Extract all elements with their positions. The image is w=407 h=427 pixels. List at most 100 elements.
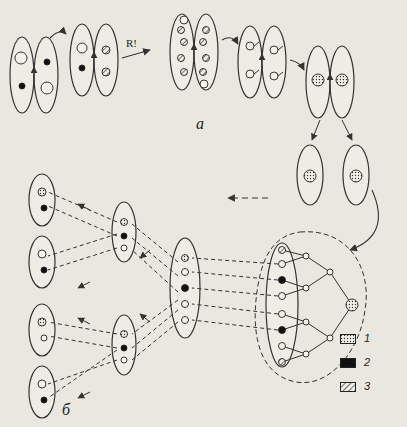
lineage-line: [192, 258, 278, 264]
nucleus: [180, 16, 188, 24]
nucleus: [182, 301, 189, 308]
paramecium-cell: [194, 14, 218, 90]
lineage-line: [48, 360, 117, 384]
arrow-curve: [350, 190, 378, 250]
nucleus: [312, 74, 324, 86]
nucleus: [121, 233, 127, 239]
nucleus: [279, 343, 286, 350]
nucleus: [303, 351, 309, 357]
nucleus: [279, 247, 286, 254]
arrow-line: [306, 322, 330, 338]
nucleus: [279, 327, 286, 334]
paramecium-cell: [297, 145, 323, 205]
lineage-line: [132, 310, 178, 348]
nucleus: [182, 317, 189, 324]
nucleus: [41, 397, 47, 403]
nucleus: [41, 335, 47, 341]
nucleus: [121, 245, 127, 251]
paramecium-cell: [238, 26, 262, 98]
legend-sample: [341, 335, 356, 344]
nucleus: [38, 318, 46, 326]
lineage-line: [132, 238, 178, 276]
legend-swatch: [340, 334, 356, 344]
paramecium-cell: [266, 243, 298, 367]
lineage-line: [48, 206, 117, 236]
arrow-line: [140, 250, 150, 258]
nucleus: [270, 46, 278, 54]
lineage-line: [192, 320, 278, 330]
paramecium-cell: [330, 46, 354, 118]
lineage-line: [192, 304, 278, 314]
nucleus: [178, 55, 185, 62]
nucleus: [38, 250, 46, 258]
arrow-line: [78, 318, 90, 324]
nucleus: [303, 319, 309, 325]
paramecium-cell: [94, 24, 118, 96]
arrow-line: [78, 204, 90, 210]
legend-sample: [341, 359, 356, 368]
nucleus: [182, 255, 189, 262]
arrow-line: [78, 282, 90, 288]
nucleus: [203, 55, 210, 62]
nucleus: [304, 170, 316, 182]
nucleus: [178, 27, 185, 34]
dashed-outline: [255, 232, 366, 383]
nucleus: [303, 285, 309, 291]
nucleus: [121, 345, 127, 351]
nucleus: [336, 74, 348, 86]
arrow-line: [34, 67, 35, 83]
paramecium-cell: [29, 366, 55, 418]
nucleus: [279, 261, 286, 268]
stage-note: R!: [126, 38, 137, 49]
arrow-line: [194, 44, 195, 60]
panel-letter: б: [62, 402, 70, 418]
nucleus: [44, 59, 50, 65]
arrow-curve: [50, 32, 66, 38]
lineage-line: [132, 322, 178, 360]
arrow-line: [140, 314, 150, 322]
legend-swatch: [340, 358, 356, 368]
arrow-line: [278, 72, 283, 76]
nucleus: [19, 83, 25, 89]
nucleus: [203, 27, 210, 34]
nucleus: [181, 69, 188, 76]
nucleus: [246, 42, 254, 50]
arrow-line: [342, 120, 352, 140]
paramecium-cell: [70, 24, 94, 96]
legend-label: 3: [364, 381, 370, 392]
arrow-line: [78, 392, 90, 398]
nucleus: [182, 269, 189, 276]
nucleus: [41, 82, 53, 94]
arrow-line: [94, 52, 95, 68]
arrow-line: [278, 46, 283, 50]
nucleus: [102, 68, 110, 76]
legend-label: 1: [364, 333, 370, 344]
nucleus: [182, 285, 189, 292]
lineage-line: [48, 336, 117, 348]
legend-swatch: [340, 382, 356, 392]
nucleus: [200, 69, 207, 76]
nucleus: [346, 299, 358, 311]
nucleus: [327, 335, 333, 341]
arrow-curve: [222, 38, 238, 44]
arrow-line: [262, 54, 263, 70]
paramecium-cell: [10, 37, 34, 113]
paramecium-cell: [29, 174, 55, 226]
nucleus: [38, 188, 46, 196]
paramecium-cell: [170, 14, 194, 90]
nucleus: [79, 65, 85, 71]
lineage-line: [48, 350, 117, 398]
arrow-line: [306, 256, 330, 272]
nucleus: [181, 39, 188, 46]
paramecium-cell: [262, 26, 286, 98]
nucleus: [38, 380, 46, 388]
nucleus: [200, 39, 207, 46]
paramecium-cell: [29, 236, 55, 288]
nucleus: [121, 331, 128, 338]
nucleus: [102, 46, 110, 54]
legend-label: 2: [364, 357, 370, 368]
arrow-line: [254, 42, 259, 46]
arrow-line: [330, 74, 331, 90]
lineage-line: [132, 250, 178, 292]
nucleus: [41, 205, 47, 211]
